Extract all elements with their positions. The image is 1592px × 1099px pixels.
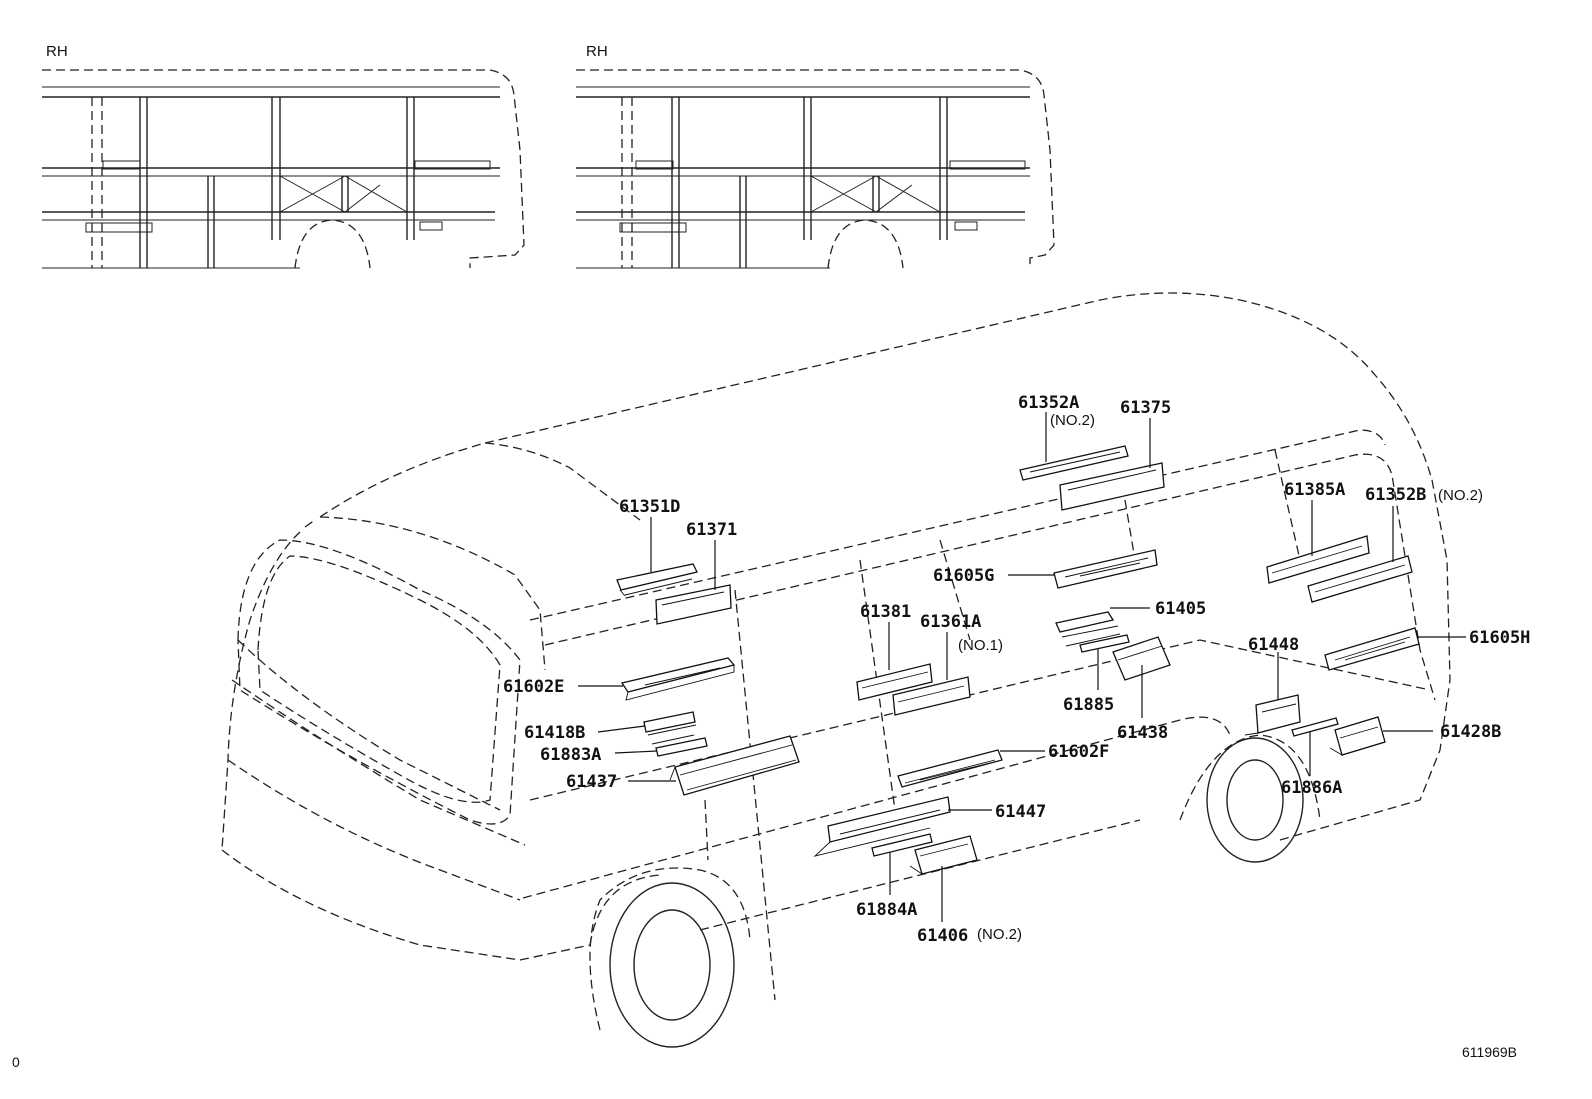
label-61385A: 61385A: [1284, 480, 1345, 500]
part-labels: 61351D 61371 61602E 61418B 61883A 61437 …: [503, 393, 1530, 946]
label-61418B: 61418B: [524, 723, 585, 743]
leader-lines: [578, 412, 1466, 922]
label-61884A: 61884A: [856, 900, 917, 920]
label-61381: 61381: [860, 602, 911, 622]
label-61448: 61448: [1248, 635, 1299, 655]
label-61405: 61405: [1155, 599, 1206, 619]
view-label-right: RH: [586, 43, 608, 60]
label-61438: 61438: [1117, 723, 1168, 743]
note-61406: (NO.2): [977, 926, 1022, 943]
label-61406: 61406: [917, 926, 968, 946]
diagram-id: 611969B: [1462, 1044, 1517, 1060]
label-61447: 61447: [995, 802, 1046, 822]
corner-mark: 0: [12, 1054, 20, 1070]
note-61361A: (NO.1): [958, 637, 1003, 654]
label-61883A: 61883A: [540, 745, 601, 765]
side-view-right: RH: [576, 43, 1055, 269]
label-61602F: 61602F: [1048, 742, 1109, 762]
label-61885: 61885: [1063, 695, 1114, 715]
side-view-left: RH: [42, 43, 525, 269]
label-61437: 61437: [566, 772, 617, 792]
note-61352B: (NO.2): [1438, 487, 1483, 504]
label-61351D: 61351D: [619, 497, 680, 517]
label-61428B: 61428B: [1440, 722, 1501, 742]
label-61352A: 61352A: [1018, 393, 1079, 413]
view-label-left: RH: [46, 43, 68, 60]
label-61361A: 61361A: [920, 612, 981, 632]
label-61605G: 61605G: [933, 566, 994, 586]
label-61352B: 61352B: [1365, 485, 1426, 505]
note-61352A: (NO.2): [1050, 412, 1095, 429]
van-outline: [221, 292, 1451, 1048]
parts-shapes: [616, 445, 1420, 875]
label-61605H: 61605H: [1469, 628, 1530, 648]
label-61371: 61371: [686, 520, 737, 540]
label-61886A: 61886A: [1281, 778, 1342, 798]
label-61602E: 61602E: [503, 677, 564, 697]
label-61375: 61375: [1120, 398, 1171, 418]
